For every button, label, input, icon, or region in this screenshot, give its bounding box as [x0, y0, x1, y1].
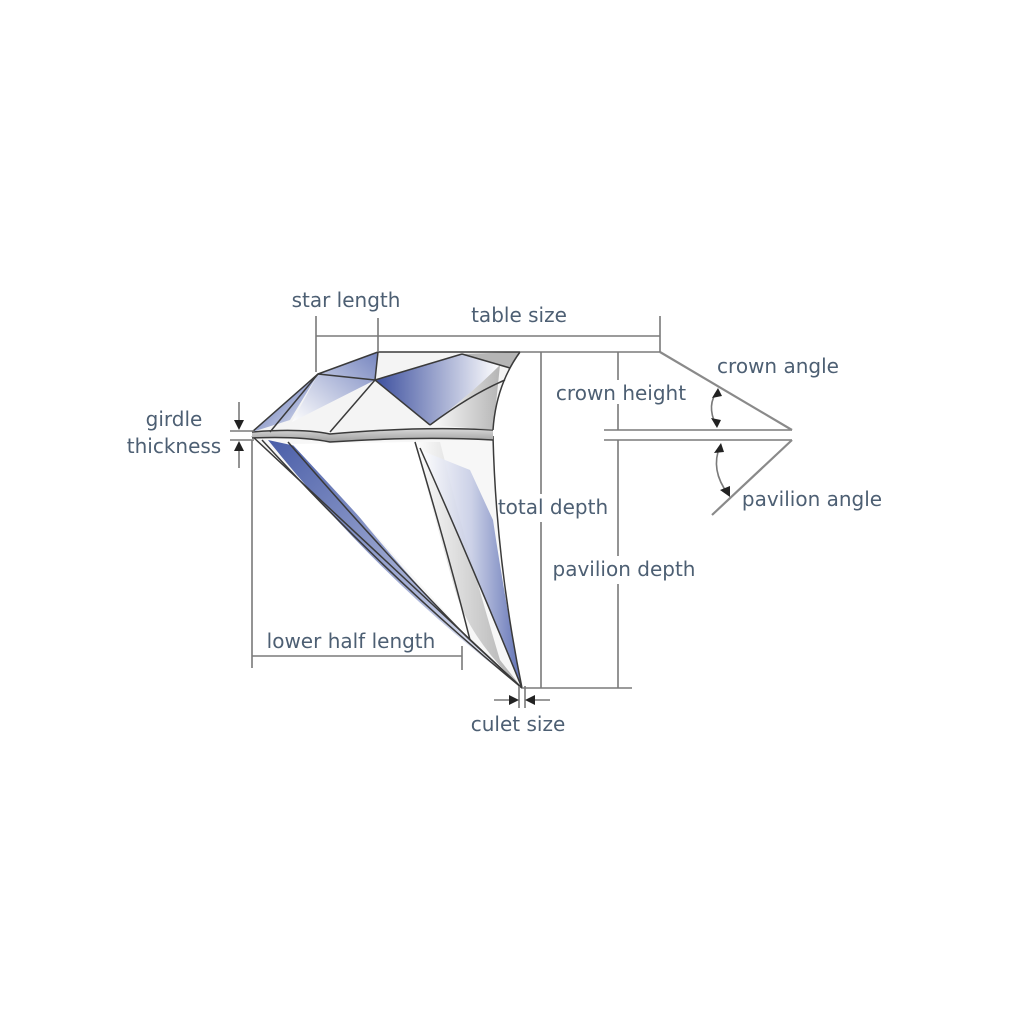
- pavilion-depth-label: pavilion depth: [553, 557, 696, 581]
- total-depth-dimension: [522, 352, 632, 689]
- star-length-label: star length: [292, 288, 401, 312]
- girdle-thickness-dimension: [230, 402, 254, 468]
- crown-angle-label: crown angle: [717, 354, 839, 378]
- table-size-label: table size: [471, 303, 567, 327]
- crown-angle-indicator: [659, 351, 793, 431]
- culet-size-label: culet size: [471, 712, 566, 736]
- pavilion-angle-indicator: [711, 439, 793, 516]
- pavilion-facets: [251, 435, 523, 689]
- girdle-thickness-label-line2: thickness: [127, 434, 221, 458]
- crown-facets: [251, 351, 521, 433]
- girdle-band: [251, 427, 494, 443]
- total-depth-label: total depth: [498, 495, 608, 519]
- pavilion-angle-label: pavilion angle: [742, 487, 882, 511]
- lower-half-length-dimension: [251, 440, 463, 670]
- lower-half-length-label: lower half length: [267, 629, 436, 653]
- table-size-dimension: [315, 316, 661, 372]
- girdle-plane-lines: [604, 429, 792, 441]
- culet-size-dimension: [494, 686, 550, 708]
- girdle-thickness-label-line1: girdle: [146, 407, 203, 431]
- crown-height-label: crown height: [556, 381, 686, 405]
